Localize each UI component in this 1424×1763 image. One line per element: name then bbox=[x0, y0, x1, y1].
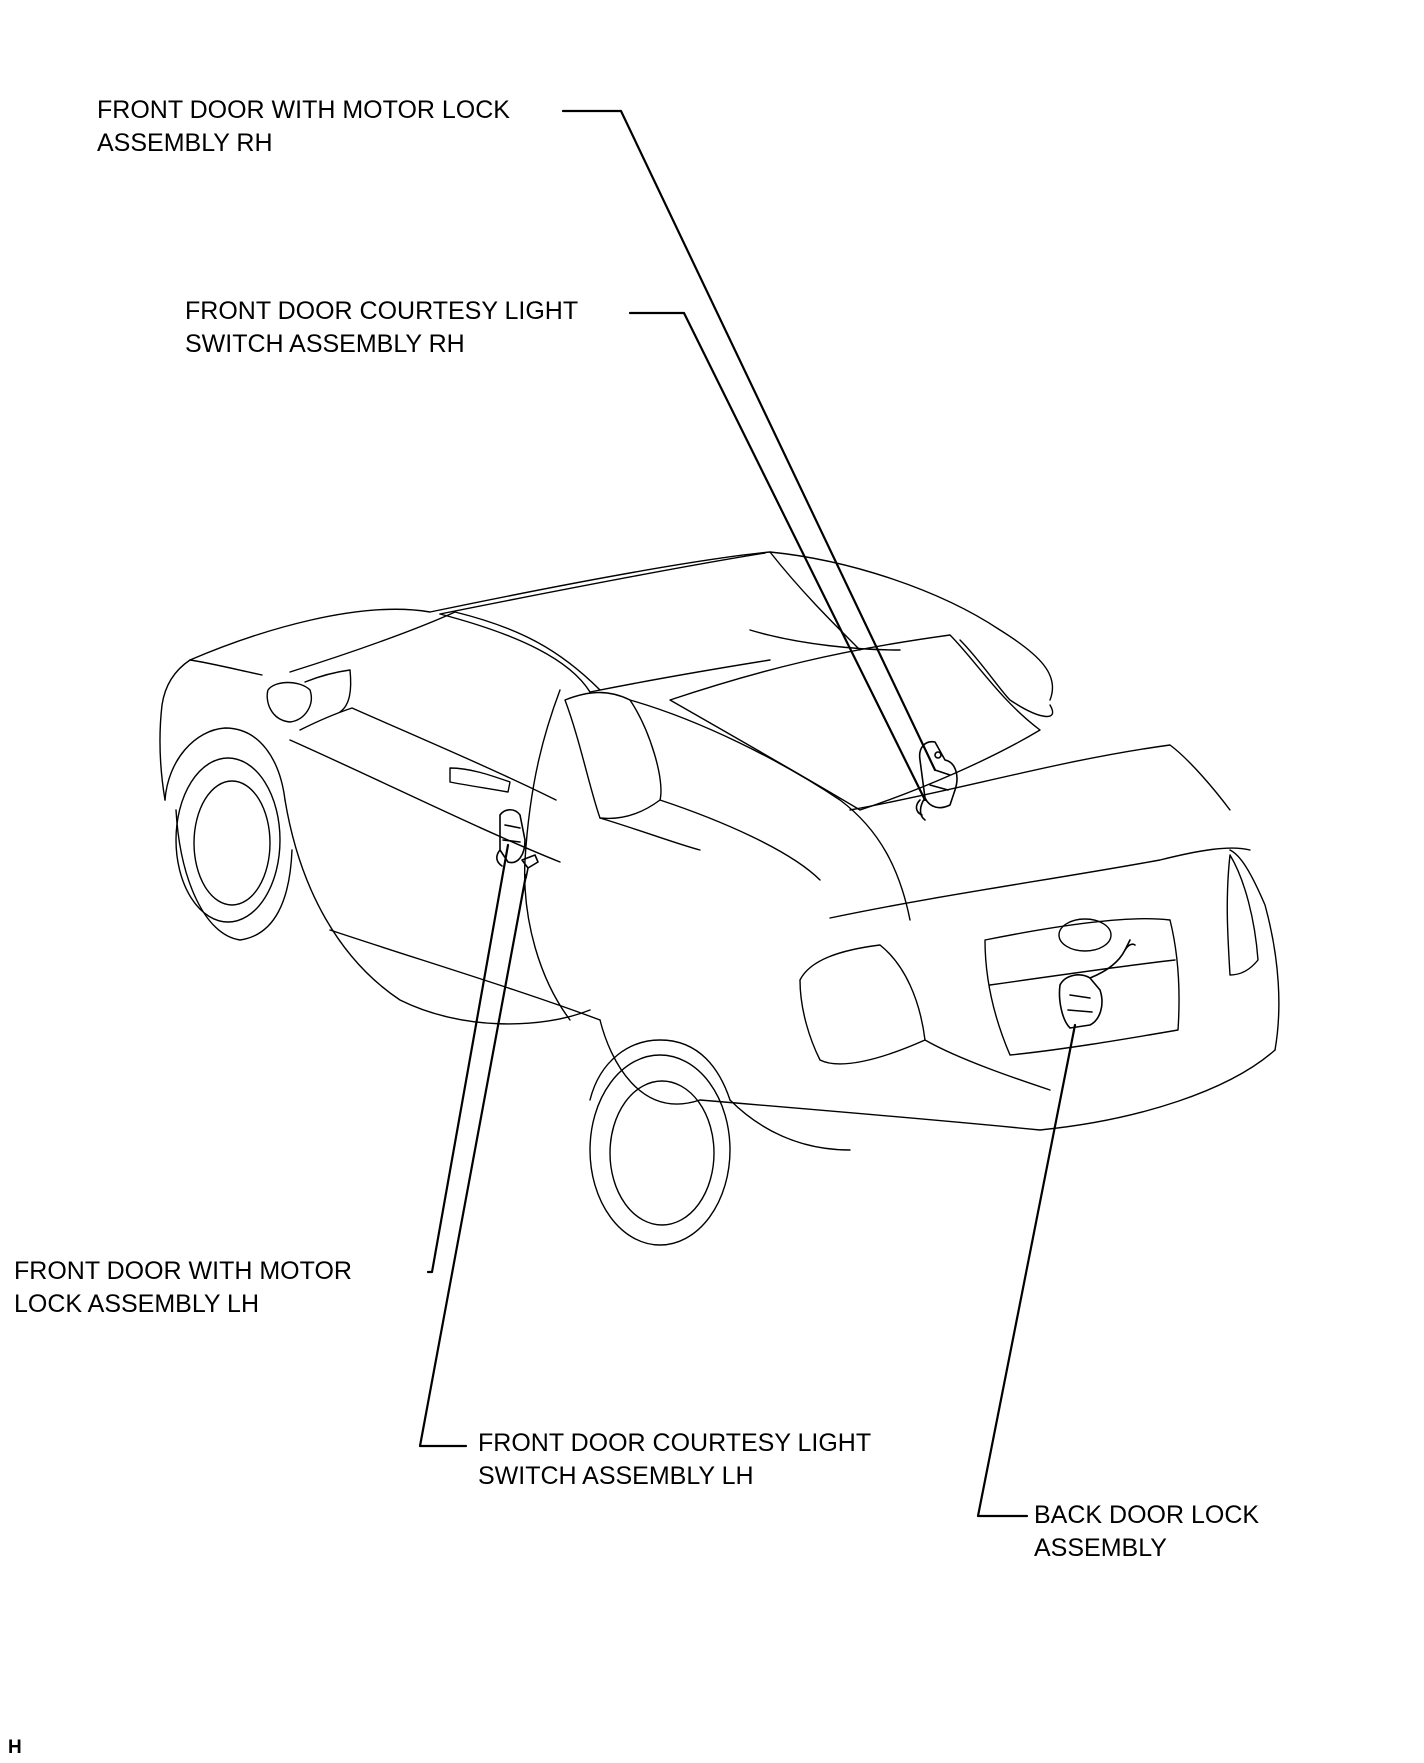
callout-front-door-lock-rh: FRONT DOOR WITH MOTOR LOCK ASSEMBLY RH bbox=[97, 94, 510, 160]
leader-rh-switch bbox=[628, 311, 927, 802]
callout-line: SWITCH ASSEMBLY RH bbox=[185, 330, 465, 358]
rear-window-side bbox=[564, 691, 662, 820]
windshield bbox=[289, 611, 601, 691]
front-wheel bbox=[175, 757, 281, 923]
side-mirror bbox=[266, 681, 312, 723]
door-handle bbox=[449, 767, 511, 793]
leader-rh-lock bbox=[561, 109, 937, 772]
callout-courtesy-switch-lh: FRONT DOOR COURTESY LIGHT SWITCH ASSEMBL… bbox=[478, 1427, 871, 1493]
callout-line: SWITCH ASSEMBLY LH bbox=[478, 1462, 754, 1490]
callout-line: FRONT DOOR WITH MOTOR bbox=[14, 1257, 352, 1285]
leader-back-lock bbox=[976, 1023, 1077, 1518]
roof-line bbox=[439, 552, 766, 615]
hood bbox=[159, 659, 191, 801]
leader-lines bbox=[418, 109, 1077, 1518]
rocker bbox=[329, 929, 601, 1021]
tail-light-left bbox=[799, 944, 926, 1065]
back-door-lock-component bbox=[1058, 939, 1136, 1029]
side-line bbox=[284, 799, 591, 1025]
lh-door-lock-component bbox=[496, 808, 526, 867]
callout-back-door-lock: BACK DOOR LOCK ASSEMBLY bbox=[1034, 1499, 1259, 1565]
callout-line: BACK DOOR LOCK bbox=[1034, 1501, 1260, 1529]
emblem bbox=[1058, 918, 1112, 952]
callout-line: ASSEMBLY RH bbox=[97, 129, 273, 157]
front-door-edge bbox=[523, 689, 571, 1021]
callout-line: FRONT DOOR COURTESY LIGHT bbox=[478, 1429, 872, 1457]
leader-lh-switch bbox=[418, 873, 528, 1448]
tail-light-right bbox=[1226, 854, 1259, 976]
callout-front-door-lock-lh: FRONT DOOR WITH MOTOR LOCK ASSEMBLY LH bbox=[14, 1255, 352, 1321]
leader-lh-lock bbox=[426, 843, 510, 1274]
front-fender bbox=[164, 727, 286, 801]
callout-line: ASSEMBLY bbox=[1034, 1534, 1167, 1562]
rear-window bbox=[669, 634, 1041, 811]
callout-line: FRONT DOOR COURTESY LIGHT bbox=[185, 297, 579, 325]
roof-outline bbox=[189, 551, 1054, 701]
car-body bbox=[159, 551, 1280, 1246]
callout-line: FRONT DOOR WITH MOTOR LOCK bbox=[97, 96, 510, 124]
callout-courtesy-switch-rh: FRONT DOOR COURTESY LIGHT SWITCH ASSEMBL… bbox=[185, 295, 578, 361]
callout-line: LOCK ASSEMBLY LH bbox=[14, 1290, 260, 1318]
rear-bumper bbox=[699, 1049, 1276, 1131]
rear-wheel bbox=[589, 1054, 731, 1246]
spoiler bbox=[849, 744, 1231, 811]
corner-mark: H bbox=[8, 1737, 22, 1758]
back-door-panel bbox=[984, 918, 1180, 1056]
